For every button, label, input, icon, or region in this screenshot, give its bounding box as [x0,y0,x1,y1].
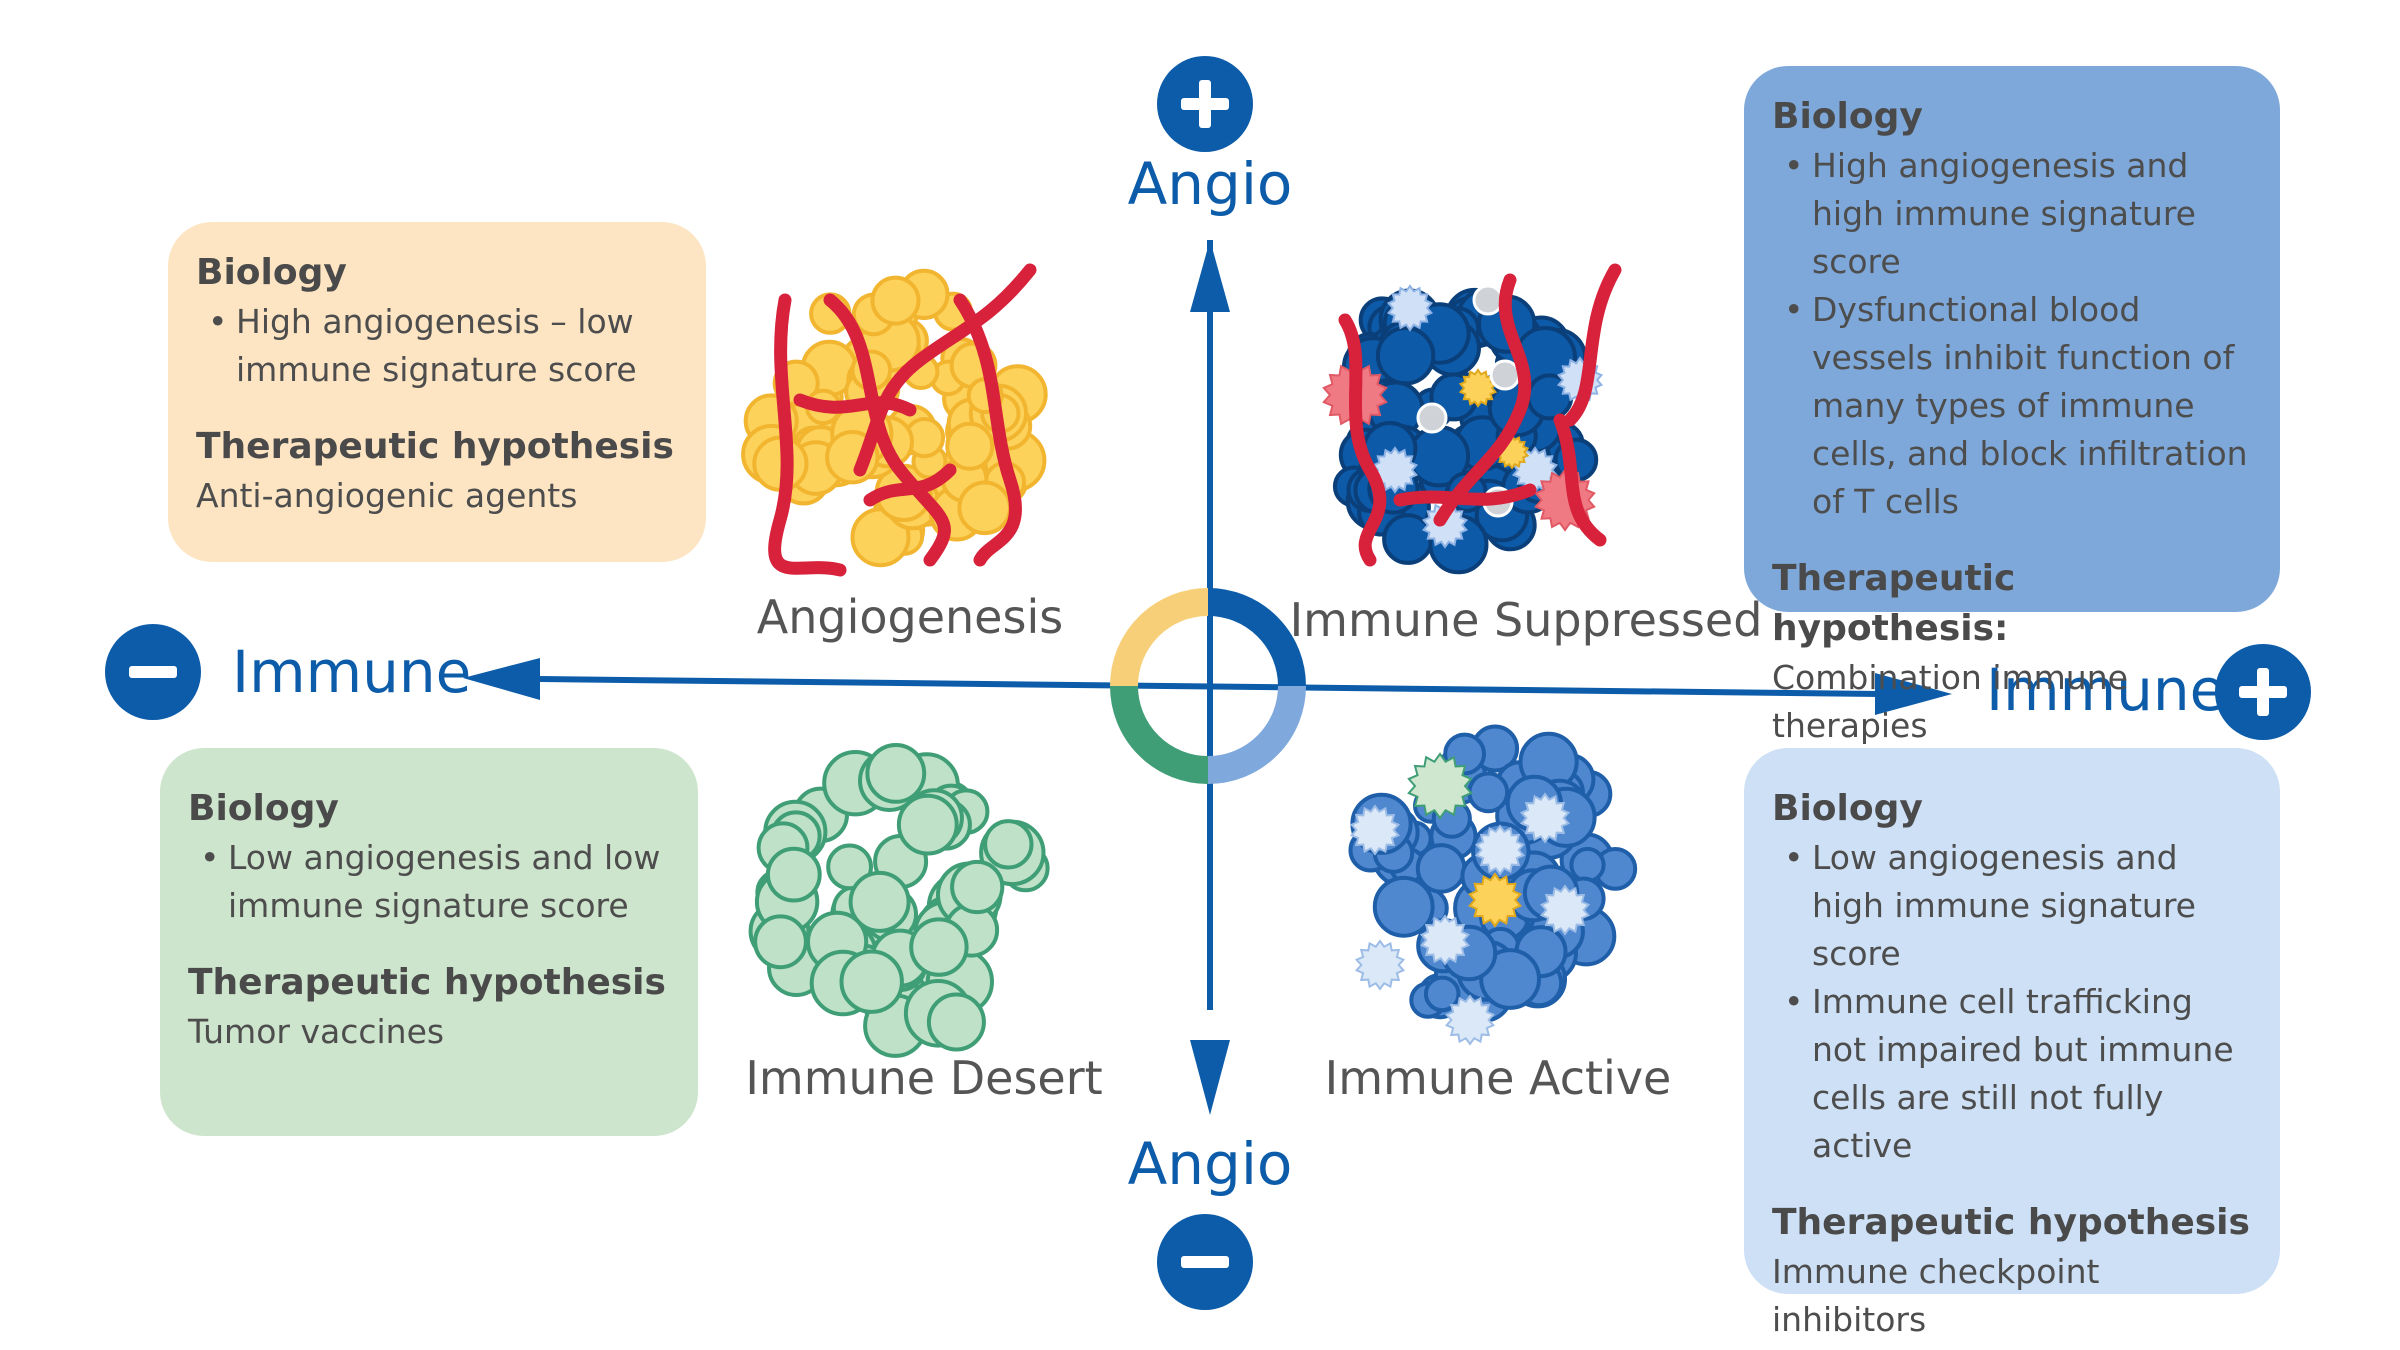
blood-vessel [863,463,957,507]
blood-vessel [953,293,1022,567]
info-box-angiogenesis: Biology High angiogenesis – low immune s… [168,222,706,562]
therapy-text: Tumor vaccines [188,1012,445,1051]
tumor-immune-desert-illustration [748,743,1050,1058]
tumor-cell [983,819,1034,870]
tumor-cell [896,793,959,856]
axis-label-right: Immune [1986,656,2225,724]
tumor-cell [1467,771,1510,814]
therapeutic-hypothesis-heading: Therapeutic hypothesis [1772,1202,2250,1243]
therapy-text: Anti-angiogenic agents [196,476,578,515]
horizontal-axis-line [539,676,1881,697]
tumor-cell [1375,326,1436,386]
plus-icon [2215,644,2311,740]
immune-cell [1468,872,1522,928]
tumor-immune-suppressed-illustration [1322,263,1622,575]
tumor-cell [765,846,822,903]
ring-segment-bottom-right [1207,685,1306,784]
biology-bullet: Immune cell trafficking not impaired but… [1772,978,2252,1170]
tumor-cell [1423,975,1461,1013]
center-ring [1110,588,1306,784]
minus-icon [1157,1214,1253,1310]
tumor-cell [957,480,1013,536]
info-box-immune-active: Biology Low angiogenesis and high immune… [1744,748,2280,1339]
blood-vessel [1563,263,1622,427]
blood-vessel [1553,413,1607,547]
tumor-cell [1569,846,1606,884]
immune-cell [1407,752,1473,820]
therapy-text: Combination immune therapies [1772,658,2128,745]
biology-bullet: High angiogenesis and high immune signat… [1772,142,2252,286]
arrow-left-icon [463,658,540,700]
therapeutic-hypothesis-heading: Therapeutic hypothesis [196,426,674,467]
immune-cell [1489,359,1521,391]
tumor-angiogenesis-illustration [741,263,1048,577]
ring-segment-bottom-left [1110,685,1209,784]
biology-bullet: Low angiogenesis and high immune signatu… [1772,834,2252,978]
immune-cell [1539,884,1591,936]
blood-vessel [768,293,847,577]
immune-cell [1458,368,1498,408]
blood-vessel [793,393,917,417]
tumor-cell [826,843,873,891]
immune-cell [1354,939,1406,991]
quadrant-label-angiogenesis: Angiogenesis [757,590,1063,644]
tumor-cell [848,870,911,933]
therapeutic-hypothesis-heading: Therapeutic hypothesis [188,962,666,1003]
plus-icon [1157,56,1253,152]
tumor-immune-active-illustration [1348,724,1638,1046]
biology-bullet: Dysfunctional blood vessels inhibit func… [1772,286,2252,526]
minus-icon [105,624,201,720]
tumor-cell [950,859,1005,915]
tumor-cell [926,992,986,1052]
biology-heading: Biology [188,788,339,829]
immune-cell [1371,446,1419,494]
arrow-down-icon [1190,1040,1230,1115]
immune-cell [1416,402,1448,434]
immune-cell [1519,792,1571,844]
immune-cell [1472,284,1504,316]
immune-cell [1386,284,1434,332]
biology-bullet: High angiogenesis – low immune signature… [196,298,678,394]
info-box-immune-desert: Biology Low angiogenesis and low immune … [160,748,698,1136]
blood-vessel [1393,483,1537,507]
tumor-cell [839,949,904,1014]
blood-vessel [1433,273,1532,527]
blood-vessel [823,293,951,567]
tumor-cell [945,421,995,471]
axis-label-top: Angio [1128,150,1293,218]
arrow-right-icon [1875,673,1952,715]
tumor-cell [909,917,969,977]
axis-label-left: Immune [232,638,471,706]
biology-bullet: Low angiogenesis and low immune signatur… [188,834,670,930]
quadrant-label-immune-desert: Immune Desert [745,1051,1102,1105]
tumor-cell [753,914,808,970]
ring-segment-top-right [1207,588,1306,687]
tumor-cell [870,275,921,326]
arrow-up-icon [1190,240,1230,312]
immune-cell [1474,824,1526,876]
ring-segment-top-left [1110,588,1209,687]
tumor-cell [865,743,927,804]
biology-heading: Biology [196,252,347,293]
immune-cell [1444,994,1496,1046]
immune-cell [1419,914,1471,966]
therapeutic-hypothesis-heading: Therapeutic hypothesis: [1772,558,2016,649]
biology-heading: Biology [1772,96,1923,137]
blood-vessel [1338,313,1387,567]
info-box-immune-suppressed: Biology High angiogenesis and high immun… [1744,66,2280,745]
axes [463,240,1952,1115]
blood-vessel [853,263,1037,477]
biology-heading: Biology [1772,788,1923,829]
quadrant-label-immune-active: Immune Active [1325,1051,1672,1105]
tumor-cell [1479,948,1541,1010]
therapy-text: Immune checkpoint inhibitors [1772,1252,2100,1339]
immune-cell [1349,804,1401,856]
axis-label-bottom: Angio [1128,1130,1293,1198]
quadrant-label-immune-suppressed: Immune Suppressed [1290,593,1763,647]
tumor-cell [1372,875,1435,938]
